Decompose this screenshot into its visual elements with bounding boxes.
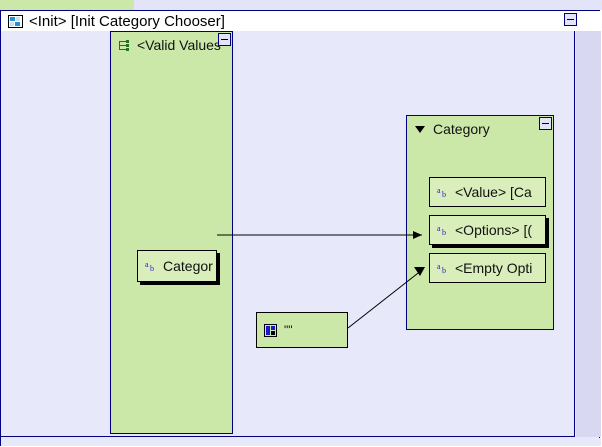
literal-value-icon [264,323,277,337]
node-empty-string-literal[interactable]: "" [256,312,348,348]
panel-valid-values-title: <Valid Values [137,37,221,53]
window-titlebar: <Init> [Init Category Chooser] [1,11,600,31]
node-empty-option-label: <Empty Opti [455,260,533,276]
tab-strip-background [134,0,602,10]
node-category-source-label: Categor [163,258,213,274]
collapse-triangle-icon [415,125,425,133]
canvas-bottom-gutter [1,438,601,446]
window-title: <Init> [Init Category Chooser] [29,12,225,30]
diagram-window-icon [8,14,23,28]
panel-valid-values-header: <Valid Values [111,32,232,58]
panel-category-title: Category [433,121,490,137]
panel-valid-values[interactable]: <Valid Values [110,31,233,434]
panel-category-collapse-button[interactable] [539,117,552,130]
node-value-label: <Value> [Ca [455,184,532,200]
canvas-right-gutter [576,31,601,437]
node-options-label: <Options> [( [455,222,533,238]
panel-valid-values-collapse-button[interactable] [218,33,231,46]
tree-hierarchy-icon [119,39,130,51]
panel-category-header: Category [407,116,553,142]
window-collapse-button[interactable] [564,13,577,26]
active-tab-strip[interactable] [0,0,135,10]
node-empty-string-literal-label: "" [284,323,293,337]
